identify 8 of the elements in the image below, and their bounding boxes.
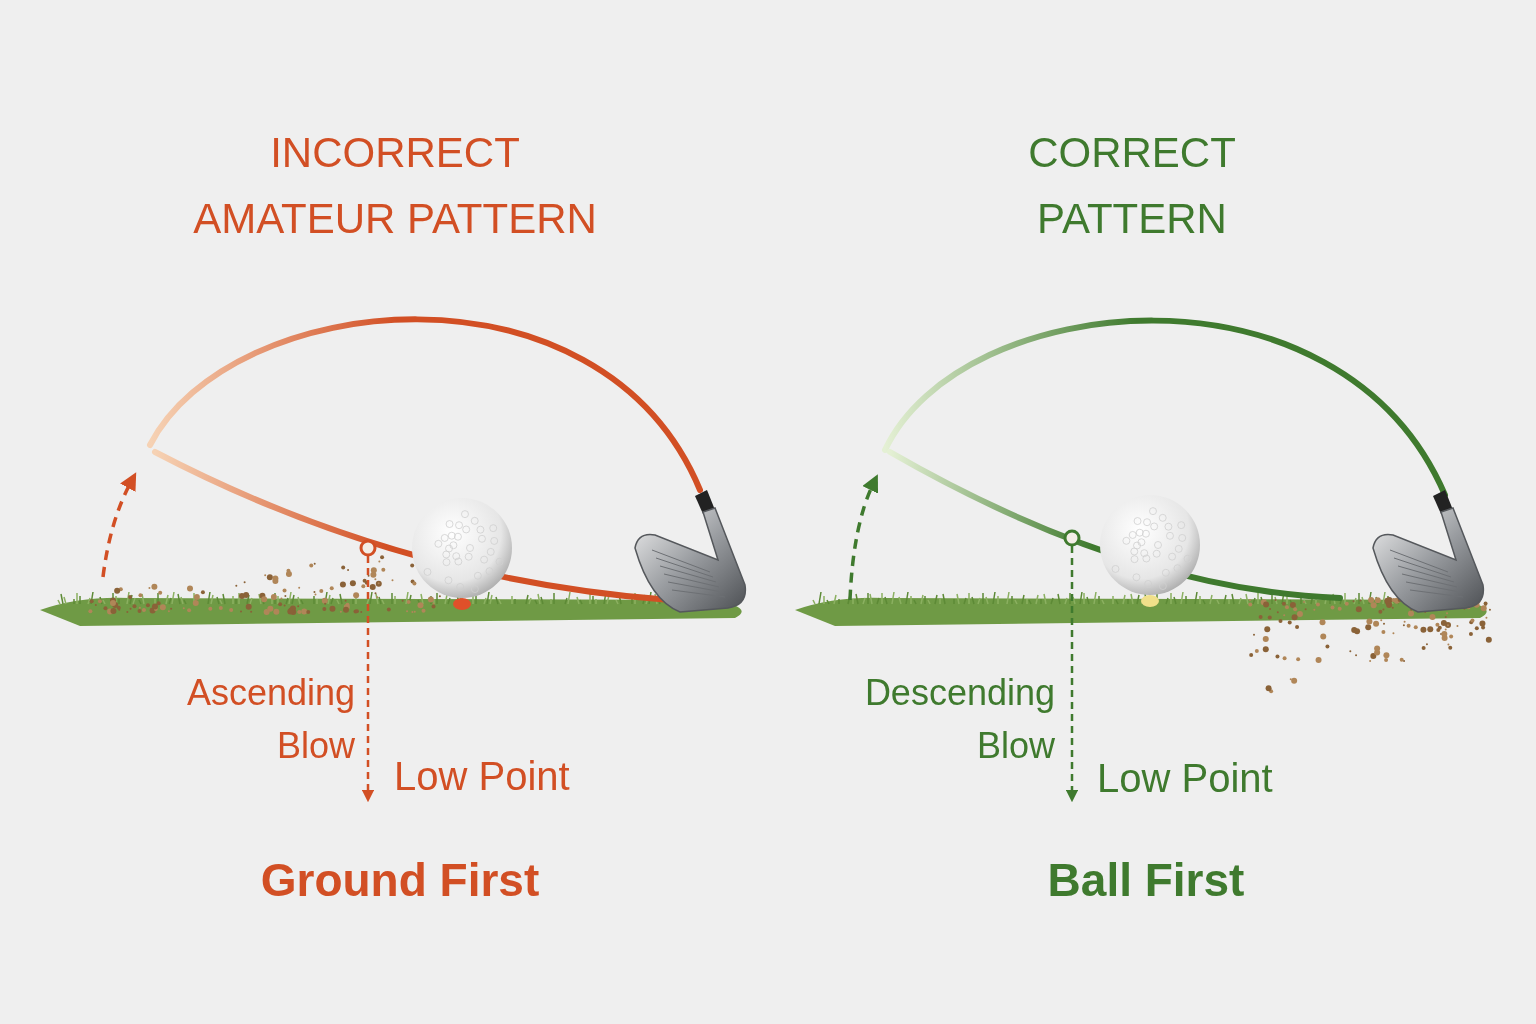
low-point-label: Low Point (394, 753, 571, 800)
result-label: Ball First (1046, 853, 1246, 908)
swing-label: Ascending Blow (185, 671, 355, 768)
panel-title: INCORRECT AMATEUR PATTERN (192, 128, 598, 244)
swing-label: Descending Blow (863, 671, 1055, 768)
panel-title: CORRECT PATTERN (1027, 128, 1237, 244)
result-label: Ground First (259, 853, 541, 908)
low-point-label: Low Point (1097, 755, 1274, 802)
